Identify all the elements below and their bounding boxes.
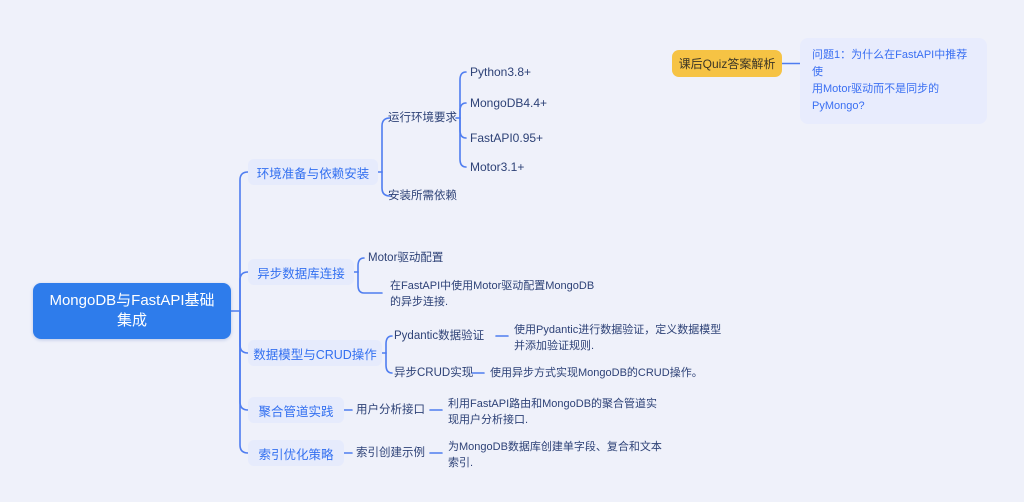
quiz-answer-node[interactable]: 课后Quiz答案解析	[672, 50, 782, 77]
leaf-python-version[interactable]: Python3.8+	[470, 65, 532, 79]
desc-user-analysis-api[interactable]: 利用FastAPI路由和MongoDB的聚合管道实 现用户分析接口.	[448, 398, 658, 426]
connector	[385, 335, 393, 354]
node-runtime-requirements[interactable]: 运行环境要求	[388, 112, 457, 124]
connector	[239, 310, 249, 354]
desc-pydantic-validation[interactable]: 使用Pydantic进行数据验证，定义数据模型 并添加验证规则.	[514, 324, 722, 352]
node-install-dependencies[interactable]: 安装所需依赖	[388, 190, 457, 202]
branch-node-async-db-connect[interactable]: 异步数据库连接	[248, 259, 354, 285]
connector	[357, 271, 383, 294]
connector	[381, 117, 391, 173]
connector	[239, 310, 249, 411]
connector	[459, 102, 467, 119]
connector	[239, 171, 249, 312]
root-node[interactable]: MongoDB与FastAPI基础集成	[33, 283, 231, 339]
connector	[459, 117, 467, 139]
desc-async-crud[interactable]: 使用异步方式实现MongoDB的CRUD操作。	[490, 367, 703, 379]
branch-node-index-optimization[interactable]: 索引优化策略	[248, 440, 344, 466]
leaf-motor-version[interactable]: Motor3.1+	[470, 160, 525, 174]
connector	[385, 352, 393, 374]
leaf-mongodb-version[interactable]: MongoDB4.4+	[470, 96, 548, 110]
connector	[239, 310, 249, 454]
connector	[459, 71, 467, 119]
quiz-question-node[interactable]: 问题1：为什么在FastAPI中推荐使 用Motor驱动而不是同步的 PyMon…	[800, 38, 987, 125]
branch-node-data-model-crud[interactable]: 数据模型与CRUD操作	[248, 340, 382, 366]
branch-node-aggregation-pipeline[interactable]: 聚合管道实践	[248, 397, 344, 423]
desc-motor-driver-config[interactable]: 在FastAPI中使用Motor驱动配置MongoDB 的异步连接.	[390, 280, 595, 308]
connector	[459, 117, 467, 168]
node-pydantic-validation[interactable]: Pydantic数据验证	[394, 330, 485, 342]
node-motor-driver-config[interactable]: Motor驱动配置	[368, 252, 444, 264]
branch-node-env-setup[interactable]: 环境准备与依赖安装	[248, 159, 378, 185]
leaf-fastapi-version[interactable]: FastAPI0.95+	[470, 131, 544, 145]
node-async-crud[interactable]: 异步CRUD实现	[394, 367, 474, 379]
node-user-analysis-api[interactable]: 用户分析接口	[356, 404, 425, 416]
connector	[357, 257, 365, 273]
node-index-creation-example[interactable]: 索引创建示例	[356, 447, 425, 459]
desc-index-creation-example[interactable]: 为MongoDB数据库创建单字段、复合和文本 索引.	[448, 441, 662, 469]
connector	[239, 271, 249, 312]
